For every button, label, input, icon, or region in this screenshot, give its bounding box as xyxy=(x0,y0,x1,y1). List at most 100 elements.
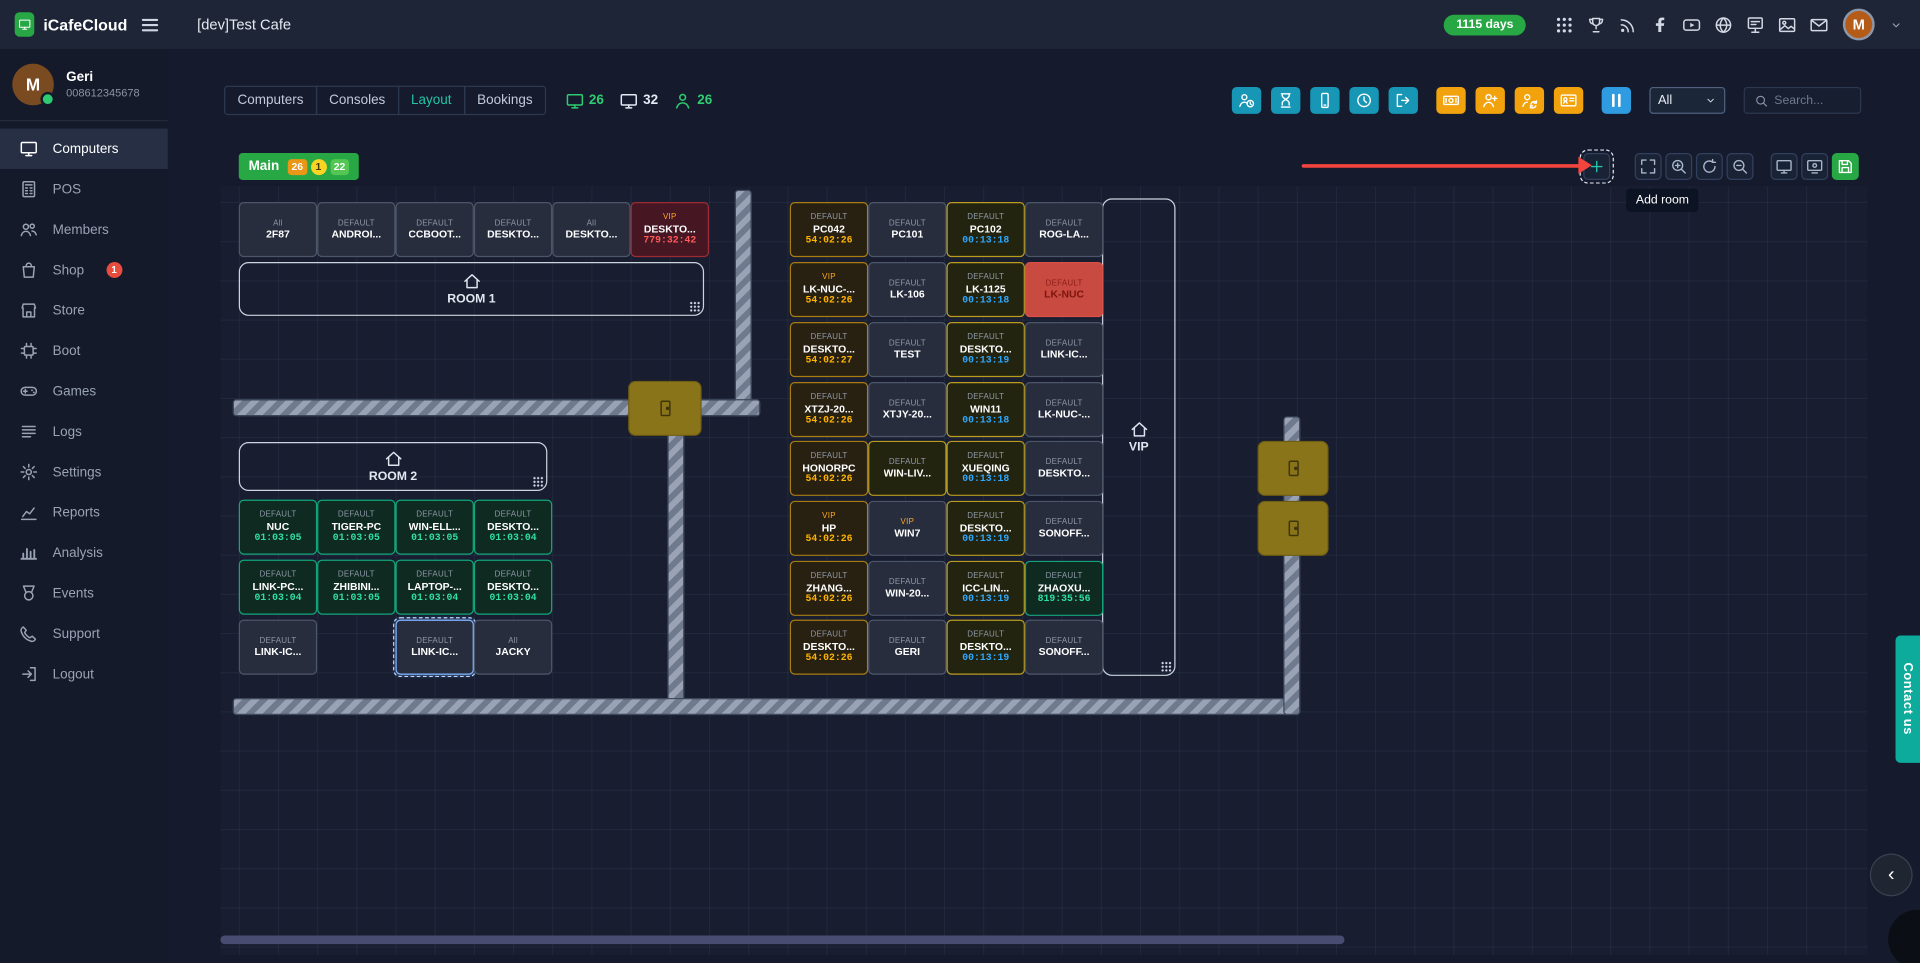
sidebar-item-logs[interactable]: Logs xyxy=(0,411,168,451)
tab-bookings[interactable]: Bookings xyxy=(464,86,546,115)
cash-button[interactable] xyxy=(1436,87,1465,114)
chat-widget-button[interactable]: ‹ xyxy=(1870,853,1913,896)
resize-handle[interactable] xyxy=(689,301,700,312)
sidebar-item-analysis[interactable]: Analysis xyxy=(0,533,168,573)
sidebar-item-settings[interactable]: Settings xyxy=(0,452,168,492)
computer-card[interactable]: AllJACKY xyxy=(474,620,552,675)
computer-card[interactable]: DEFAULTPC04254:02:26 xyxy=(790,202,868,257)
computer-card[interactable]: DEFAULTSONOFF... xyxy=(1025,620,1103,675)
pause-button[interactable] xyxy=(1602,87,1631,114)
zoom-out-button[interactable] xyxy=(1727,153,1754,180)
chevron-down-icon[interactable] xyxy=(1889,18,1902,31)
hourglass-button[interactable] xyxy=(1271,87,1300,114)
computer-card[interactable]: VIPDESKTO...779:32:42 xyxy=(631,202,709,257)
zoom-in-button[interactable] xyxy=(1665,153,1692,180)
computer-card[interactable]: DEFAULTDESKTO...01:03:04 xyxy=(474,500,552,555)
computer-card[interactable]: DEFAULTLINK-PC...01:03:04 xyxy=(239,560,317,615)
computer-card[interactable]: DEFAULTLK-NUC xyxy=(1025,262,1103,317)
trophy-icon[interactable] xyxy=(1587,15,1605,33)
door[interactable] xyxy=(1258,441,1329,496)
expand-button[interactable] xyxy=(1635,153,1662,180)
globe-icon[interactable] xyxy=(1714,15,1732,33)
sidebar-item-pos[interactable]: POS xyxy=(0,169,168,209)
layout-canvas[interactable]: ROOM 1ROOM 2VIPAll2F87DEFAULTANDROI...DE… xyxy=(220,186,1867,955)
computer-card[interactable]: DEFAULTZHIBINI...01:03:05 xyxy=(317,560,395,615)
computer-card[interactable]: DEFAULTGERI xyxy=(868,620,946,675)
computer-card[interactable]: DEFAULTHONORPC54:02:26 xyxy=(790,441,868,496)
computer-card[interactable]: DEFAULTXUEQING00:13:18 xyxy=(947,441,1025,496)
save-layout-button[interactable] xyxy=(1832,153,1859,180)
room-zone-room-2[interactable]: ROOM 2 xyxy=(239,442,548,491)
computer-card[interactable]: DEFAULTTIGER-PC01:03:05 xyxy=(317,500,395,555)
reset-button[interactable] xyxy=(1696,153,1723,180)
gallery-icon[interactable] xyxy=(1778,15,1796,33)
computer-card[interactable]: DEFAULTTEST xyxy=(868,322,946,377)
computer-card[interactable]: VIPWIN7 xyxy=(868,501,946,556)
door[interactable] xyxy=(628,381,701,436)
computer-card[interactable]: DEFAULTLK-106 xyxy=(868,262,946,317)
mobile-button[interactable] xyxy=(1310,87,1339,114)
rss-icon[interactable] xyxy=(1619,15,1637,33)
computer-card[interactable]: DEFAULTANDROI... xyxy=(317,202,395,257)
computer-card[interactable]: DEFAULTWIN-ELL...01:03:05 xyxy=(396,500,474,555)
monitor-button[interactable] xyxy=(1771,153,1798,180)
logo[interactable]: iCafeCloud xyxy=(15,12,128,36)
resize-handle[interactable] xyxy=(533,476,544,487)
computer-card[interactable]: DEFAULTDESKTO...01:03:04 xyxy=(474,560,552,615)
mail-icon[interactable] xyxy=(1810,15,1828,33)
room-zone-room-1[interactable]: ROOM 1 xyxy=(239,262,704,316)
computer-card[interactable]: DEFAULTPC101 xyxy=(868,202,946,257)
computer-card[interactable]: DEFAULTLK-112500:13:18 xyxy=(947,262,1025,317)
wall-segment[interactable] xyxy=(233,698,1301,715)
contact-us-button[interactable]: Contact us xyxy=(1896,636,1920,763)
computer-card[interactable]: DEFAULTZHANG...54:02:26 xyxy=(790,561,868,616)
computer-card[interactable]: DEFAULTDESKTO...00:13:19 xyxy=(947,620,1025,675)
sidebar-item-members[interactable]: Members xyxy=(0,209,168,249)
computer-card[interactable]: AllDESKTO... xyxy=(552,202,630,257)
sidebar-user[interactable]: M Geri 008612345678 xyxy=(0,49,168,121)
subscription-days-badge[interactable]: 1115 days xyxy=(1444,14,1526,35)
wall-segment[interactable] xyxy=(667,416,684,707)
computer-card[interactable]: DEFAULTXTZJ-20...54:02:26 xyxy=(790,382,868,437)
resize-handle[interactable] xyxy=(1161,661,1172,672)
sidebar-item-events[interactable]: Events xyxy=(0,573,168,613)
kiosk-icon[interactable] xyxy=(1746,15,1764,33)
computer-card[interactable]: DEFAULTNUC01:03:05 xyxy=(239,500,317,555)
sidebar-item-games[interactable]: Games xyxy=(0,371,168,411)
floating-widget[interactable] xyxy=(1888,910,1920,963)
sidebar-item-support[interactable]: Support xyxy=(0,613,168,653)
computer-card[interactable]: DEFAULTDESKTO...00:13:19 xyxy=(947,322,1025,377)
room-tab-main[interactable]: Main 26122 xyxy=(239,153,359,180)
horizontal-scrollbar[interactable] xyxy=(220,936,1344,945)
apps-icon[interactable] xyxy=(1555,15,1573,33)
door[interactable] xyxy=(1258,501,1329,556)
tab-consoles[interactable]: Consoles xyxy=(316,86,399,115)
computer-card[interactable]: VIPHP54:02:26 xyxy=(790,501,868,556)
computer-card[interactable]: DEFAULTCCBOOT... xyxy=(396,202,474,257)
sidebar-item-store[interactable]: Store xyxy=(0,290,168,330)
computer-card[interactable]: DEFAULTWIN-LIV... xyxy=(868,441,946,496)
youtube-icon[interactable] xyxy=(1682,15,1700,33)
facebook-icon[interactable] xyxy=(1651,15,1669,33)
user-avatar[interactable]: M xyxy=(1843,9,1875,41)
search-input[interactable] xyxy=(1774,94,1850,107)
hamburger-menu-icon[interactable] xyxy=(140,14,161,35)
sidebar-item-shop[interactable]: Shop1 xyxy=(0,250,168,290)
id-card-button[interactable] xyxy=(1554,87,1583,114)
computer-card[interactable]: All2F87 xyxy=(239,202,317,257)
sign-out-button[interactable] xyxy=(1389,87,1418,114)
user-plus-button[interactable] xyxy=(1476,87,1505,114)
sidebar-item-computers[interactable]: Computers xyxy=(0,129,168,169)
computer-card[interactable]: VIPLK-NUC-...54:02:26 xyxy=(790,262,868,317)
computer-card[interactable]: DEFAULTDESKTO... xyxy=(1025,441,1103,496)
computer-card[interactable]: DEFAULTDESKTO...54:02:27 xyxy=(790,322,868,377)
tab-layout[interactable]: Layout xyxy=(398,86,465,115)
computer-card[interactable]: DEFAULTICC-LIN...00:13:19 xyxy=(947,561,1025,616)
computer-card[interactable]: DEFAULTWIN-20... xyxy=(868,561,946,616)
computer-card[interactable]: DEFAULTLAPTOP-...01:03:04 xyxy=(396,560,474,615)
user-clock-button[interactable] xyxy=(1232,87,1261,114)
computer-card[interactable]: DEFAULTPC10200:13:18 xyxy=(947,202,1025,257)
computer-card[interactable]: DEFAULTDESKTO...54:02:26 xyxy=(790,620,868,675)
computer-card[interactable]: DEFAULTSONOFF... xyxy=(1025,501,1103,556)
computer-card[interactable]: DEFAULTLINK-IC... xyxy=(1025,322,1103,377)
